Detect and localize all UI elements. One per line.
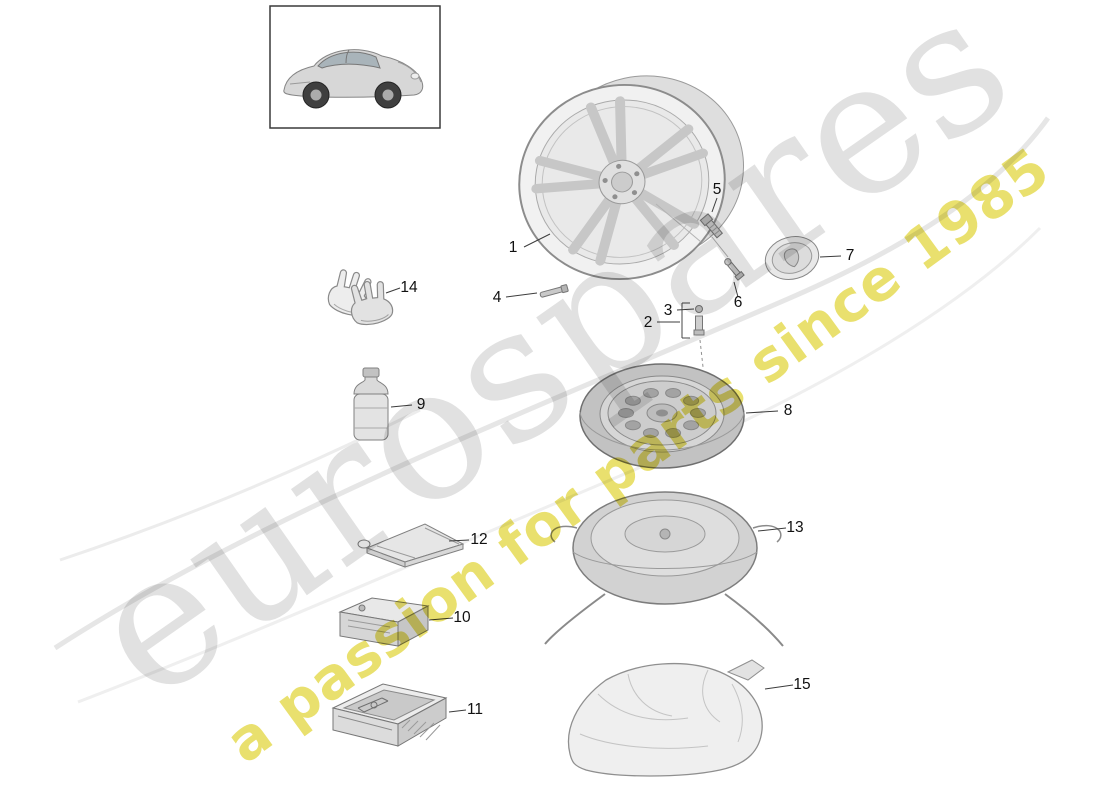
part-label-5[interactable]: 5 — [713, 181, 722, 198]
valve-insert-drawing — [539, 284, 569, 298]
storage-bag-drawing — [567, 659, 765, 777]
part-label-15[interactable]: 15 — [793, 676, 810, 693]
spare-wheel-drawing — [579, 363, 745, 469]
spare-wheel-bag-drawing — [544, 491, 784, 647]
part-label-9[interactable]: 9 — [417, 396, 426, 413]
part-label-8[interactable]: 8 — [784, 402, 793, 419]
jack-tool-kit-drawing — [331, 683, 448, 747]
part-label-7[interactable]: 7 — [846, 247, 855, 264]
vehicle-car-icon — [283, 49, 424, 109]
exploded-axis-lines — [655, 203, 729, 258]
part-label-2[interactable]: 2 — [644, 314, 653, 331]
part-label-3[interactable]: 3 — [664, 302, 673, 319]
wheel-bolt-drawing — [699, 213, 724, 239]
sealant-bottle-drawing — [353, 367, 389, 441]
watermark-brand: eurospares — [51, 0, 1047, 741]
part-label-12[interactable]: 12 — [470, 531, 487, 548]
tire-valve-drawing — [724, 258, 745, 281]
part-label-10[interactable]: 10 — [453, 609, 471, 626]
part-label-13[interactable]: 13 — [786, 519, 803, 536]
part-label-1[interactable]: 1 — [509, 239, 518, 256]
leader-lines — [385, 197, 842, 713]
part-label-4[interactable]: 4 — [493, 289, 502, 306]
alloy-wheel-drawing — [518, 75, 745, 281]
spare-valve-drawing — [681, 302, 705, 368]
part-label-6[interactable]: 6 — [734, 294, 743, 311]
vehicle-thumbnail — [269, 5, 441, 129]
gloves-drawing — [327, 269, 394, 326]
air-compressor-drawing — [338, 597, 430, 647]
hub-cap-drawing — [764, 236, 820, 280]
part-label-11[interactable]: 11 — [467, 701, 483, 718]
manual-pouch-drawing — [357, 523, 465, 568]
part-label-14[interactable]: 14 — [400, 279, 418, 296]
